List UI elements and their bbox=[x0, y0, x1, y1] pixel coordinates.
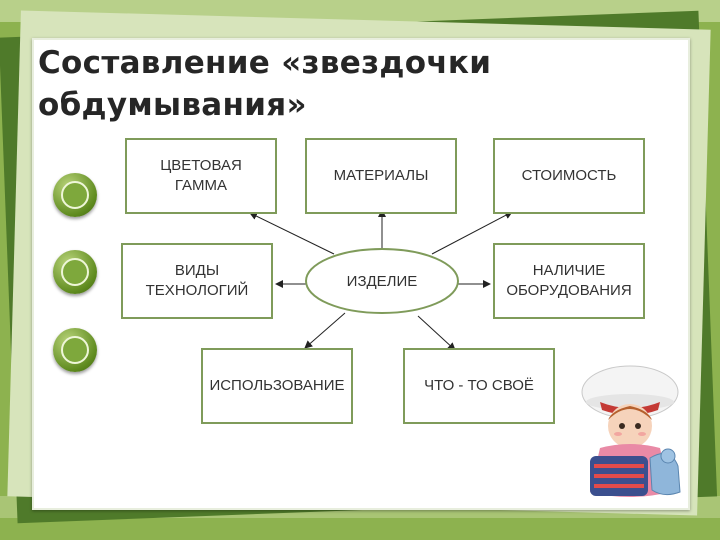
node-usage: ИСПОЛЬЗОВАНИЕ bbox=[201, 348, 353, 424]
center-ellipse bbox=[305, 248, 459, 314]
slide-title: Составление «звездочки обдумывания» bbox=[38, 45, 492, 123]
arrow-to-own bbox=[417, 315, 456, 351]
node-own: ЧТО - ТО СВОЁ bbox=[403, 348, 555, 424]
node-equipment: НАЛИЧИЕ ОБОРУДОВАНИЯ bbox=[493, 243, 645, 319]
bullet-ring-icon bbox=[53, 250, 97, 294]
center-label: ИЗДЕЛИЕ bbox=[346, 272, 418, 290]
node-technologies: ВИДЫ ТЕХНОЛОГИЙ bbox=[121, 243, 273, 319]
bullet-ring-icon bbox=[53, 328, 97, 372]
girl-doll-illustration bbox=[581, 365, 681, 497]
bullet-ring-icon bbox=[53, 173, 97, 217]
arrow-to-usage bbox=[304, 312, 346, 349]
node-materials: МАТЕРИАЛЫ bbox=[305, 138, 457, 214]
node-cost: СТОИМОСТЬ bbox=[493, 138, 645, 214]
arrow-to-color bbox=[249, 212, 335, 255]
node-color-gamma: ЦВЕТОВАЯ ГАММА bbox=[125, 138, 277, 214]
arrow-to-cost bbox=[431, 211, 513, 255]
